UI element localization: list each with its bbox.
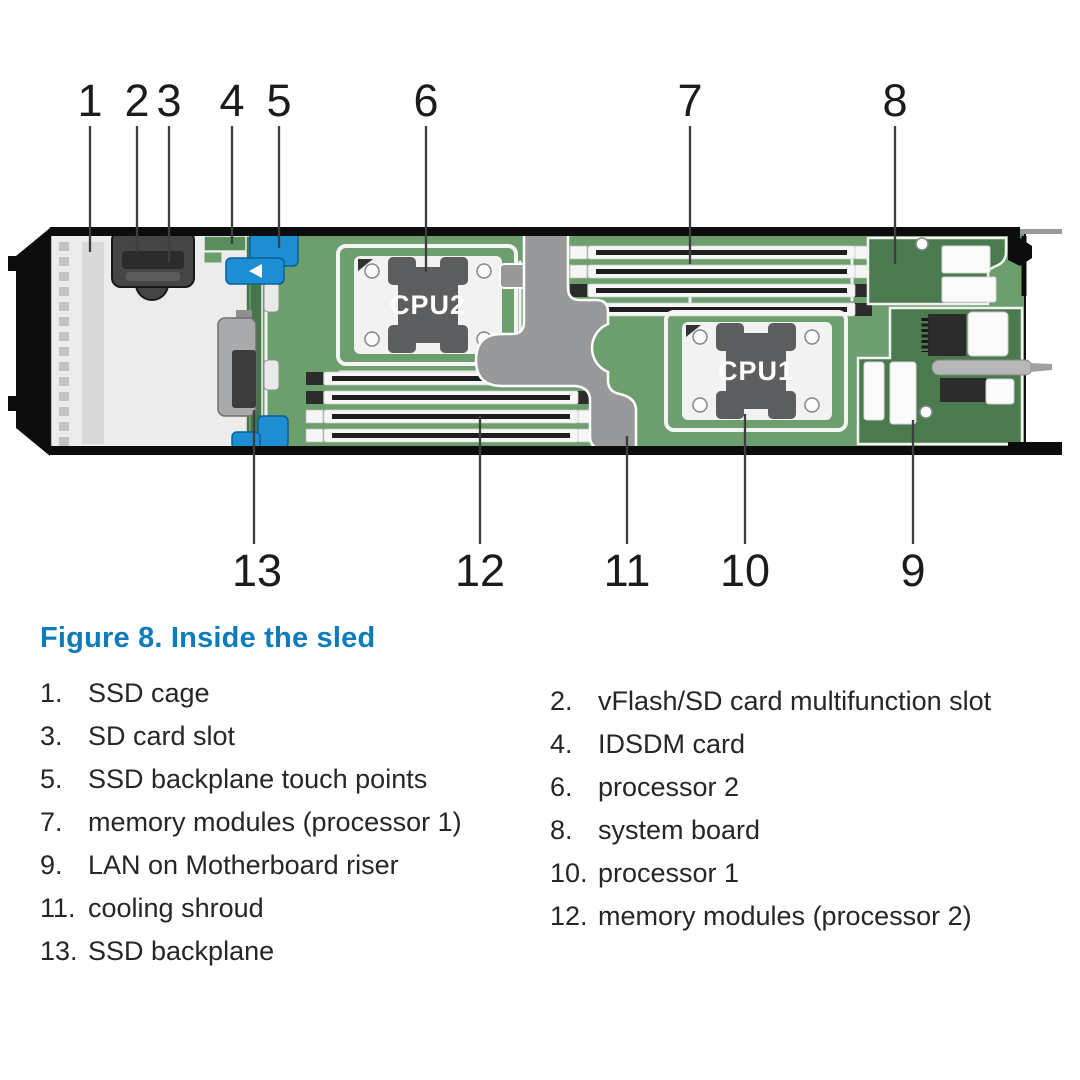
legend-item: 5. SSD backplane touch points <box>40 758 462 801</box>
legend-item-label: vFlash/SD card multifunction slot <box>598 686 992 716</box>
legend-item: 11. cooling shroud <box>40 887 462 930</box>
callout-number: 12 <box>455 545 505 596</box>
legend-item-label: SSD backplane touch points <box>88 764 428 794</box>
dimm-slot <box>569 264 873 279</box>
legend-item-number: 2. <box>550 686 573 716</box>
screw-icon <box>364 331 380 347</box>
cpu2-socket: CPU2 <box>336 244 518 366</box>
legend-item-label: SD card slot <box>88 721 236 751</box>
callout-number: 4 <box>219 75 244 126</box>
screw-icon <box>692 329 708 345</box>
cooling-shroud <box>474 228 638 450</box>
screw-icon <box>476 263 492 279</box>
legend-item-number: 4. <box>550 729 573 759</box>
callout-number: 9 <box>900 545 925 596</box>
riser-chip <box>928 314 966 356</box>
pin1-marker-icon <box>358 259 373 271</box>
dimm-slot <box>570 302 872 317</box>
legend-item-number: 3. <box>40 721 63 751</box>
callout-numbers: 1 2 3 4 5 6 7 8 13 12 11 10 9 <box>77 75 925 596</box>
legend-item-label: processor 2 <box>598 772 740 802</box>
legend-item-label: IDSDM card <box>598 729 746 759</box>
legend-item-label: memory modules (processor 1) <box>88 807 462 837</box>
legend-item-label: memory modules (processor 2) <box>598 901 972 931</box>
legend-item-label: SSD backplane <box>88 936 275 966</box>
callout-number: 1 <box>77 75 102 126</box>
legend-item-number: 12. <box>550 901 588 931</box>
callout-number: 5 <box>266 75 291 126</box>
legend-item-number: 13. <box>40 936 78 966</box>
touch-point-arrow-icon <box>249 264 262 278</box>
callout-number: 2 <box>124 75 149 126</box>
ssd-backplane-touch-point-top <box>225 229 299 285</box>
sled-diagram: CPU2 CPU1 <box>8 75 1062 596</box>
legend-item: 8. system board <box>550 809 991 852</box>
legend-item-number: 9. <box>40 850 63 880</box>
callout-number: 11 <box>604 545 651 596</box>
legend-item-label: processor 1 <box>598 858 740 888</box>
release-lever <box>931 359 1033 376</box>
legend-item: 6. processor 2 <box>550 766 991 809</box>
legend-item: 1. SSD cage <box>40 672 462 715</box>
screw-icon <box>364 263 380 279</box>
legend-item: 13. SSD backplane <box>40 930 462 973</box>
legend-item-number: 5. <box>40 764 63 794</box>
screw-icon <box>804 397 820 413</box>
dimm-slot <box>569 245 873 260</box>
legend-list-left: 1. SSD cage 3. SD card slot 5. SSD backplan… <box>40 672 462 973</box>
legend-item: 10. processor 1 <box>550 852 991 895</box>
legend-item: 9. LAN on Motherboard riser <box>40 844 462 887</box>
callout-leaders <box>88 126 915 544</box>
legend-item-number: 8. <box>550 815 573 845</box>
callout-number: 7 <box>677 75 702 126</box>
cpu1-label: CPU1 <box>718 356 794 386</box>
legend-item-number: 6. <box>550 772 573 802</box>
cpu1-socket: CPU1 <box>664 310 848 432</box>
legend-list-right: 2. vFlash/SD card multifunction slot 4. ID… <box>550 680 991 938</box>
cpu2-chip: CPU2 <box>388 257 468 353</box>
callout-number: 6 <box>413 75 438 126</box>
chassis-outline <box>50 227 1062 455</box>
legend-item-label: SSD cage <box>88 678 210 708</box>
pin1-marker-icon <box>686 325 701 337</box>
dimm-slot <box>306 390 595 405</box>
screw-icon <box>804 329 820 345</box>
legend-item-number: 11. <box>40 893 76 923</box>
cpu1-chip: CPU1 <box>716 323 796 419</box>
figure-caption: Figure 8. Inside the sled <box>40 622 376 654</box>
dimm-slot <box>570 283 872 298</box>
sd-card-slot <box>122 251 184 269</box>
legend-item-number: 7. <box>40 807 63 837</box>
legend-item: 4. IDSDM card <box>550 723 991 766</box>
legend-item: 2. vFlash/SD card multifunction slot <box>550 680 991 723</box>
legend-item-number: 1. <box>40 678 63 708</box>
dimm-slot <box>305 428 596 443</box>
callout-number: 8 <box>882 75 907 126</box>
legend-item-label: system board <box>598 815 761 845</box>
callout-number: 10 <box>720 545 770 596</box>
screw-icon <box>692 397 708 413</box>
ssd-backplane <box>217 235 280 447</box>
lom-riser <box>856 236 1052 446</box>
legend-item-label: LAN on Motherboard riser <box>88 850 399 880</box>
dimm-slot <box>305 409 596 424</box>
legend-item: 7. memory modules (processor 1) <box>40 801 462 844</box>
screw-icon <box>915 237 929 251</box>
cage-strip <box>82 242 104 444</box>
callout-number: 13 <box>232 545 282 596</box>
legend-item-number: 10. <box>550 858 588 888</box>
network-connector <box>967 311 1009 357</box>
legend-item-label: cooling shroud <box>88 893 264 923</box>
front-bezel <box>8 228 50 456</box>
callout-number: 3 <box>156 75 181 126</box>
cpu2-label: CPU2 <box>390 290 466 320</box>
legend-item: 12. memory modules (processor 2) <box>550 895 991 938</box>
screw-icon <box>919 405 933 419</box>
legend-item: 3. SD card slot <box>40 715 462 758</box>
